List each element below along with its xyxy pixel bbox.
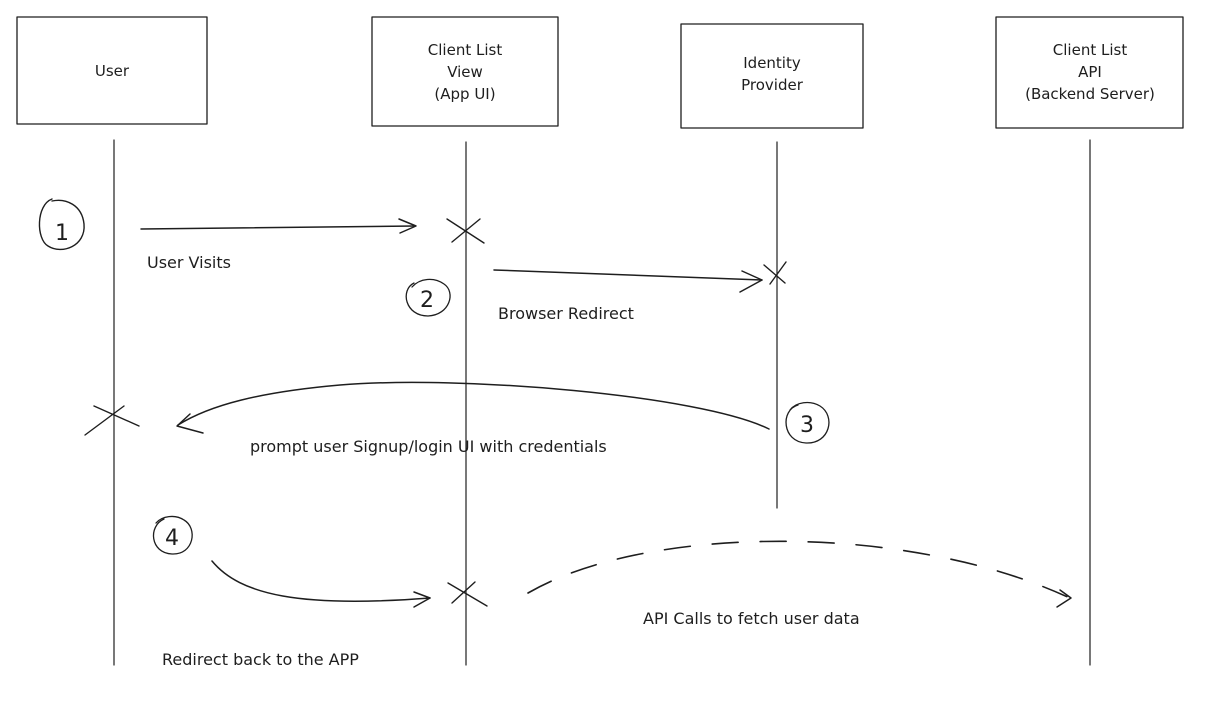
participant-label: Client List <box>428 41 503 59</box>
participant-label: API <box>1078 63 1102 81</box>
step-1: 1 User Visits <box>38 198 417 272</box>
participant-label: (App UI) <box>434 85 495 103</box>
message-arrow <box>493 269 763 281</box>
message-arrow <box>211 560 431 602</box>
step-circle <box>405 278 451 317</box>
message-arrow <box>140 225 416 230</box>
participant-label: Identity <box>743 54 801 72</box>
participant-label: Client List <box>1053 41 1128 59</box>
message-arrow <box>177 381 770 430</box>
step-number: 3 <box>800 413 814 438</box>
dashed-message-arrow <box>527 540 1071 599</box>
participant-client-view: Client List View (App UI) <box>371 16 559 127</box>
message-label: Redirect back to the APP <box>162 650 359 669</box>
activation-mark-client-view-1 <box>446 218 485 244</box>
step-4: 4 Redirect back to the APP <box>152 515 431 669</box>
message-label: prompt user Signup/login UI with credent… <box>250 437 607 456</box>
activation-mark-client-view-2 <box>447 581 488 607</box>
activation-mark-user <box>84 405 140 436</box>
participant-identity-provider: Identity Provider <box>680 23 864 129</box>
arrow-head <box>176 413 204 434</box>
message-label: Browser Redirect <box>498 304 634 323</box>
participant-api: Client List API (Backend Server) <box>995 16 1184 129</box>
arrow-head <box>739 270 763 293</box>
activation-mark-identity-provider <box>763 261 787 285</box>
step-api-calls: API Calls to fetch user data <box>527 540 1072 628</box>
participant-label: Provider <box>741 76 804 94</box>
participant-label: View <box>447 63 483 81</box>
step-circle <box>38 198 85 251</box>
message-label: User Visits <box>147 253 231 272</box>
step-3: 3 prompt user Signup/login UI with crede… <box>176 381 830 456</box>
step-number: 2 <box>420 288 434 313</box>
arrow-head <box>398 218 417 234</box>
arrow-head <box>1056 589 1072 608</box>
step-number: 4 <box>165 526 179 551</box>
step-2: 2 Browser Redirect <box>405 269 763 323</box>
participant-label: User <box>95 62 130 80</box>
message-label: API Calls to fetch user data <box>643 609 860 628</box>
participant-label: (Backend Server) <box>1025 85 1155 103</box>
step-circle <box>152 515 193 555</box>
arrow-head <box>413 591 431 608</box>
step-number: 1 <box>55 221 69 246</box>
step-circle <box>785 401 830 444</box>
participant-user: User <box>16 16 208 125</box>
